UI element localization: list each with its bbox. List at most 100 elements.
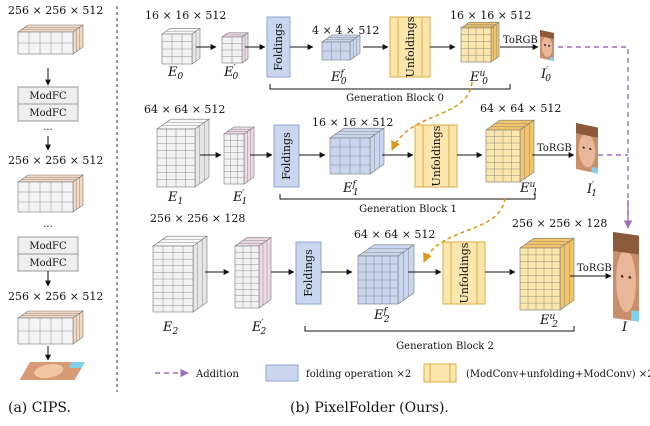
face-hair <box>540 30 554 40</box>
row0-block-label: Generation Block 0 <box>346 93 444 104</box>
row1-e-label: E1 <box>167 190 183 207</box>
row2-torgb: ToRGB <box>577 263 612 274</box>
row0-output-face <box>540 30 554 61</box>
caption-b: (b) PixelFolder (Ours). <box>290 400 449 416</box>
row2-i-label: I <box>621 320 628 335</box>
skip-arrow-0-to-1 <box>391 81 473 151</box>
row-2: 256 × 256 × 128 E2 E′2 Foldings 64 × 64 … <box>150 212 640 352</box>
face-eye <box>589 147 592 151</box>
legend-unfolding: (ModConv+unfolding+ModConv) ×2 <box>466 369 650 380</box>
row1-e-cube <box>156 118 210 188</box>
row-1: 64 × 64 × 512 E1 E′1 Foldings 16 × 16 × … <box>144 102 598 215</box>
cips-cube-top <box>17 24 84 55</box>
face-eye <box>582 146 585 149</box>
row2-dim-out: 256 × 256 × 128 <box>512 217 607 230</box>
row0-block-bracket <box>269 84 511 90</box>
row2-e-label: E2 <box>162 320 179 337</box>
face-corner-tint <box>591 166 598 174</box>
row2-folding-box <box>295 241 322 305</box>
caption-a: (a) CIPS. <box>8 400 71 416</box>
row2-output-face <box>613 232 640 322</box>
row0-eprime-cube <box>221 32 249 64</box>
row0-dim-in: 16 × 16 × 512 <box>145 9 226 22</box>
face-image <box>613 232 640 322</box>
cube-side-face <box>258 237 272 309</box>
cips-cube-bottom <box>17 310 84 345</box>
row2-eu-cube <box>519 237 575 311</box>
legend: Addition folding operation ×2 (ModConv+u… <box>155 363 650 383</box>
row1-folding-label: Foldings <box>280 132 293 180</box>
cube-side-face <box>192 235 208 313</box>
cips-dots-2: ··· <box>43 222 53 233</box>
row2-block-bracket <box>304 326 575 332</box>
row2-unfolding-box <box>442 241 486 305</box>
cips-dim-top: 256 × 256 × 512 <box>8 4 103 17</box>
row2-dim-in: 256 × 256 × 128 <box>150 212 245 225</box>
row1-i-label: I′1 <box>586 181 597 199</box>
cips-panel: 256 × 256 × 512 ModFC ModFC ··· 256 × 25… <box>8 4 103 380</box>
face-hair <box>613 232 639 255</box>
cube-side-face <box>490 21 500 63</box>
row1-block-label: Generation Block 1 <box>359 204 457 215</box>
cips-modfc-2: ModFC <box>29 108 67 119</box>
row0-dim-out: 16 × 16 × 512 <box>450 9 531 22</box>
face-eye <box>543 44 546 47</box>
row0-folding-label: Foldings <box>272 23 285 71</box>
row1-eprime-cube <box>223 126 255 185</box>
face-corner-tint <box>549 56 554 61</box>
row1-dim-in: 64 × 64 × 512 <box>144 103 225 116</box>
cips-dim-bottom: 256 × 256 × 512 <box>8 290 103 303</box>
skip-arrow-1-to-2 <box>423 197 506 263</box>
cube-side-face <box>559 237 575 311</box>
face-corner-tint <box>631 310 640 322</box>
row1-torgb: ToRGB <box>537 143 572 154</box>
cube-side-face <box>194 118 210 188</box>
row1-unfolding-box <box>414 124 458 188</box>
row2-ef-cube <box>357 244 415 305</box>
legend-folding-swatch <box>265 364 299 382</box>
cips-modfc-box-2 <box>17 103 79 122</box>
row2-dim-fold: 64 × 64 × 512 <box>354 228 435 241</box>
addition-path-row0 <box>558 46 629 215</box>
cube-front-face <box>17 181 74 213</box>
face-image <box>576 123 598 174</box>
face-skin <box>578 133 596 168</box>
row0-e-cube <box>161 27 201 65</box>
face-eye <box>620 274 624 278</box>
face-eye <box>548 44 551 47</box>
legend-unfolding-swatch <box>423 363 457 383</box>
row1-dim-fold: 16 × 16 × 512 <box>312 116 393 129</box>
face-eye <box>628 276 632 279</box>
row1-output-face <box>576 123 598 174</box>
row2-e-cube <box>152 235 208 313</box>
cube-top-face <box>17 174 84 183</box>
row0-eprime-label: E′0 <box>223 64 239 82</box>
cips-modfc-4: ModFC <box>29 258 67 269</box>
face-skin <box>541 36 553 58</box>
row1-block-bracket <box>279 194 536 200</box>
row2-unfolding-label: Unfoldings <box>458 242 471 303</box>
row1-folding-box <box>273 124 300 188</box>
cube-front-face <box>519 247 561 311</box>
cips-dots-1: ··· <box>43 125 53 136</box>
row-0: 16 × 16 × 512 E0 E′0 Foldings 4 × 4 × 51… <box>145 9 554 104</box>
cips-dim-mid: 256 × 256 × 512 <box>8 154 103 167</box>
row1-dim-out: 64 × 64 × 512 <box>480 102 561 115</box>
face-image <box>540 30 554 61</box>
row2-eprime-cube <box>234 237 272 309</box>
cips-output-image <box>19 362 86 380</box>
row2-block-label: Generation Block 2 <box>396 341 494 352</box>
row1-unfolding-label: Unfoldings <box>430 125 443 186</box>
row2-folding-label: Foldings <box>302 249 315 297</box>
cube-side-face <box>519 119 535 183</box>
row0-ef-cube <box>321 34 361 61</box>
cube-top-face <box>17 310 84 319</box>
row0-torgb: ToRGB <box>503 35 538 46</box>
row1-eu-cube <box>485 119 535 183</box>
face-skin <box>616 250 636 313</box>
